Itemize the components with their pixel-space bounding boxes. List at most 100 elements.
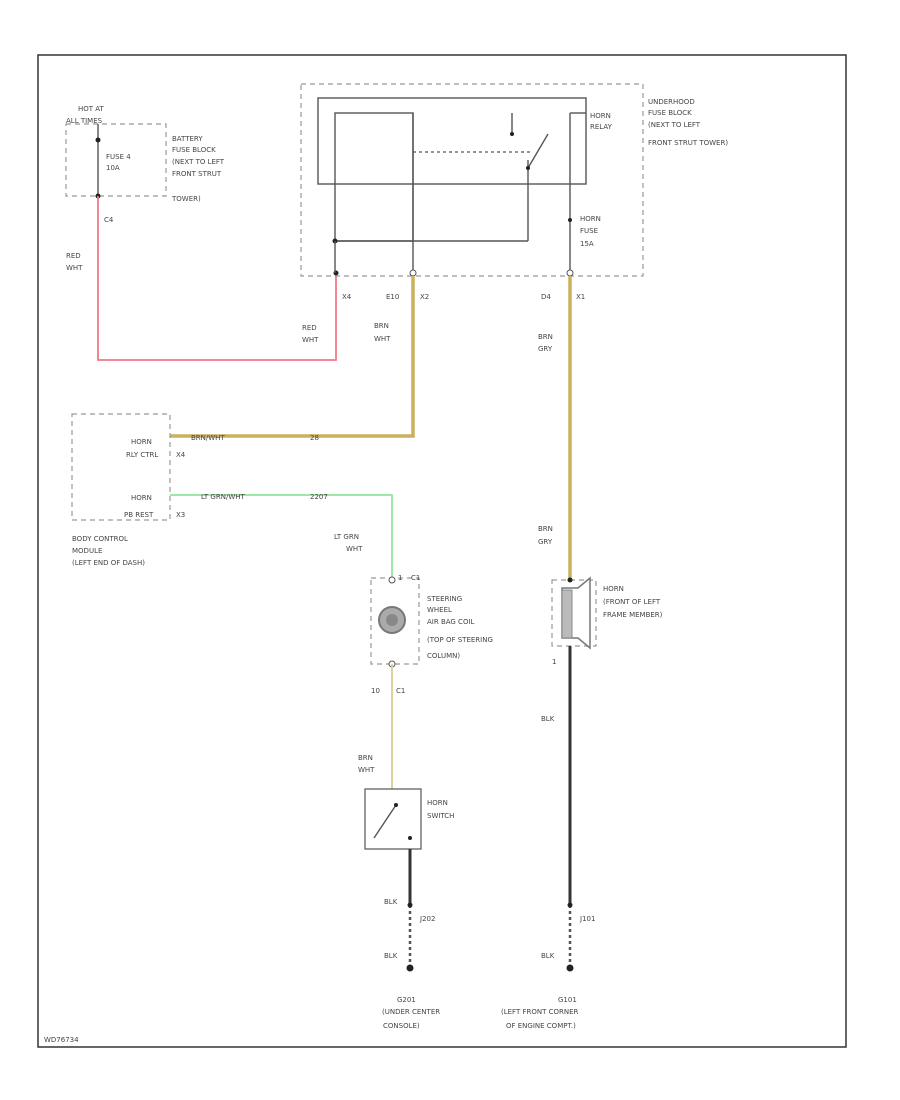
horn-fuse-label-2: FUSE (580, 227, 598, 235)
bcm-label-3: (LEFT END OF DASH) (72, 559, 145, 567)
j101-splice-dot (567, 902, 573, 908)
bcm-horn-pb-rest-2: PB REST (124, 511, 154, 519)
diagram-frame (37, 54, 847, 1048)
underhood-block-line-2: FUSE BLOCK (648, 109, 692, 117)
wire-red-wht-2-line-1: RED (302, 324, 317, 332)
relay-pivot-dot (526, 166, 530, 170)
lt-grn-wht-wire (170, 494, 393, 578)
underhood-block-line-3: (NEXT TO LEFT (648, 121, 701, 129)
coil-terminal-top (388, 576, 396, 584)
red-wht-wire (97, 196, 337, 361)
fuse-4-rating: 10A (106, 164, 120, 172)
air-bag-coil-inner (386, 614, 398, 626)
g101-label-1: G101 (558, 996, 577, 1004)
bcm-outline (71, 413, 171, 521)
pin-j202: J202 (419, 915, 435, 923)
wire-brn-gry-2-line-1: BRN (538, 525, 553, 533)
battery-fuse-block-outline (65, 123, 167, 197)
horn-relay-label-1: HORN (590, 112, 611, 120)
horn-fuse-label-3: 15A (580, 240, 594, 248)
wire-brn-wht-2-line-1: BRN (358, 754, 373, 762)
g201-ground-dot (406, 964, 414, 972)
wire-brn-gry-1-line-2: GRY (538, 345, 553, 353)
coil-pin-c1-bottom: C1 (396, 687, 405, 695)
horn-terminal-top (567, 577, 573, 583)
horn-switch-box (364, 788, 422, 850)
g201-label-1: G201 (397, 996, 416, 1004)
bcm-horn-rly-ctrl-2: RLY CTRL (126, 451, 158, 459)
fuse-4-terminal-top (95, 137, 101, 143)
battery-fuse-block-line-4: FRONT STRUT (172, 170, 222, 178)
wire-blk-horn-2: BLK (541, 952, 555, 960)
fuse-4-label: FUSE 4 (106, 153, 131, 161)
wire-run-brn-wht: BRN/WHT (191, 434, 225, 442)
steering-wheel-label-3: AIR BAG COIL (427, 618, 475, 626)
relay-switch-blade (527, 133, 549, 169)
horn-fuse-label-1: HORN (580, 215, 601, 223)
pin-x1: X1 (576, 293, 585, 301)
wire-brn-wht-2-line-2: WHT (358, 766, 375, 774)
pin-d4: D4 (541, 293, 551, 301)
wire-red-wht-1-line-1: RED (66, 252, 81, 260)
diagram-footer-code: WD76734 (44, 1036, 79, 1044)
wire-red-wht-2-line-2: WHT (302, 336, 319, 344)
wire-red-wht-1-line-2: WHT (66, 264, 83, 272)
horn-relay-body (317, 97, 587, 185)
pin-j101: J101 (579, 915, 595, 923)
j202-splice-dot (407, 902, 413, 908)
battery-fuse-block-line-2: FUSE BLOCK (172, 146, 216, 154)
horn-switch-contact (408, 836, 412, 840)
horn-switch-label-1: HORN (427, 799, 448, 807)
g101-ground-dot (566, 964, 574, 972)
underhood-block-line-4: FRONT STRUT TOWER) (648, 139, 728, 147)
coil-pin-10: 10 (371, 687, 380, 695)
horn-fuse-top-dot (568, 218, 572, 222)
wire-blk-sw-1: BLK (384, 898, 398, 906)
horn-label-2: (FRONT OF LEFT (603, 598, 661, 606)
bcm-pin-x4: X4 (176, 451, 186, 459)
wire-blk-sw-2: BLK (384, 952, 398, 960)
g201-label-2: (UNDER CENTER (382, 1008, 440, 1016)
wire-lt-grn-wht-line-1: LT GRN (334, 533, 359, 541)
terminal-x1 (566, 269, 574, 277)
underhood-block-line-1: UNDERHOOD (648, 98, 695, 106)
wire-brn-wht-1-line-1: BRN (374, 322, 389, 330)
battery-fuse-block-line-1: BATTERY (172, 135, 203, 143)
battery-fuse-block-line-3: (NEXT TO LEFT (172, 158, 225, 166)
steering-wheel-label-2: WHEEL (427, 606, 452, 614)
relay-contact-dot (510, 132, 514, 136)
horn-switch-pivot (394, 803, 398, 807)
wire-lt-grn-wht-line-2: WHT (346, 545, 363, 553)
horn-pin-1: 1 (552, 658, 556, 666)
steering-wheel-label-5: COLUMN) (427, 652, 460, 660)
steering-wheel-label-1: STEERING (427, 595, 462, 603)
steering-wheel-label-4: (TOP OF STEERING (427, 636, 493, 644)
pin-2207: 2207 (310, 493, 328, 501)
wire-blk-horn: BLK (541, 715, 555, 723)
underhood-fuse-block-outline (300, 83, 644, 277)
wire-brn-wht-1-line-2: WHT (374, 335, 391, 343)
terminal-x2 (409, 269, 417, 277)
junction-dot-x4 (333, 270, 339, 276)
bcm-horn-pb-rest-1: HORN (131, 494, 152, 502)
wire-brn-gry-1-line-1: BRN (538, 333, 553, 341)
coil-pin-1: 1 (398, 574, 402, 582)
horn-relay-coil-box (334, 112, 414, 242)
bcm-label-2: MODULE (72, 547, 102, 555)
horn-relay-label-2: RELAY (590, 123, 613, 131)
g101-label-3: OF ENGINE COMPT.) (506, 1022, 576, 1030)
pin-28: 28 (310, 434, 319, 442)
bcm-horn-rly-ctrl-1: HORN (131, 438, 152, 446)
wire-brn-gry-2-line-2: GRY (538, 538, 553, 546)
horn-switch-label-2: SWITCH (427, 812, 454, 820)
horn-outline (551, 579, 597, 647)
battery-fuse-block-line-5: TOWER) (171, 195, 201, 203)
pin-e10: E10 (386, 293, 399, 301)
pin-x2: X2 (420, 293, 429, 301)
g201-label-3: CONSOLE) (383, 1022, 420, 1030)
hot-at-all-times-line-2: ALL TIMES (66, 117, 103, 125)
bcm-pin-x3: X3 (176, 511, 185, 519)
g101-label-2: (LEFT FRONT CORNER (501, 1008, 579, 1016)
bcm-label-1: BODY CONTROL (72, 535, 128, 543)
